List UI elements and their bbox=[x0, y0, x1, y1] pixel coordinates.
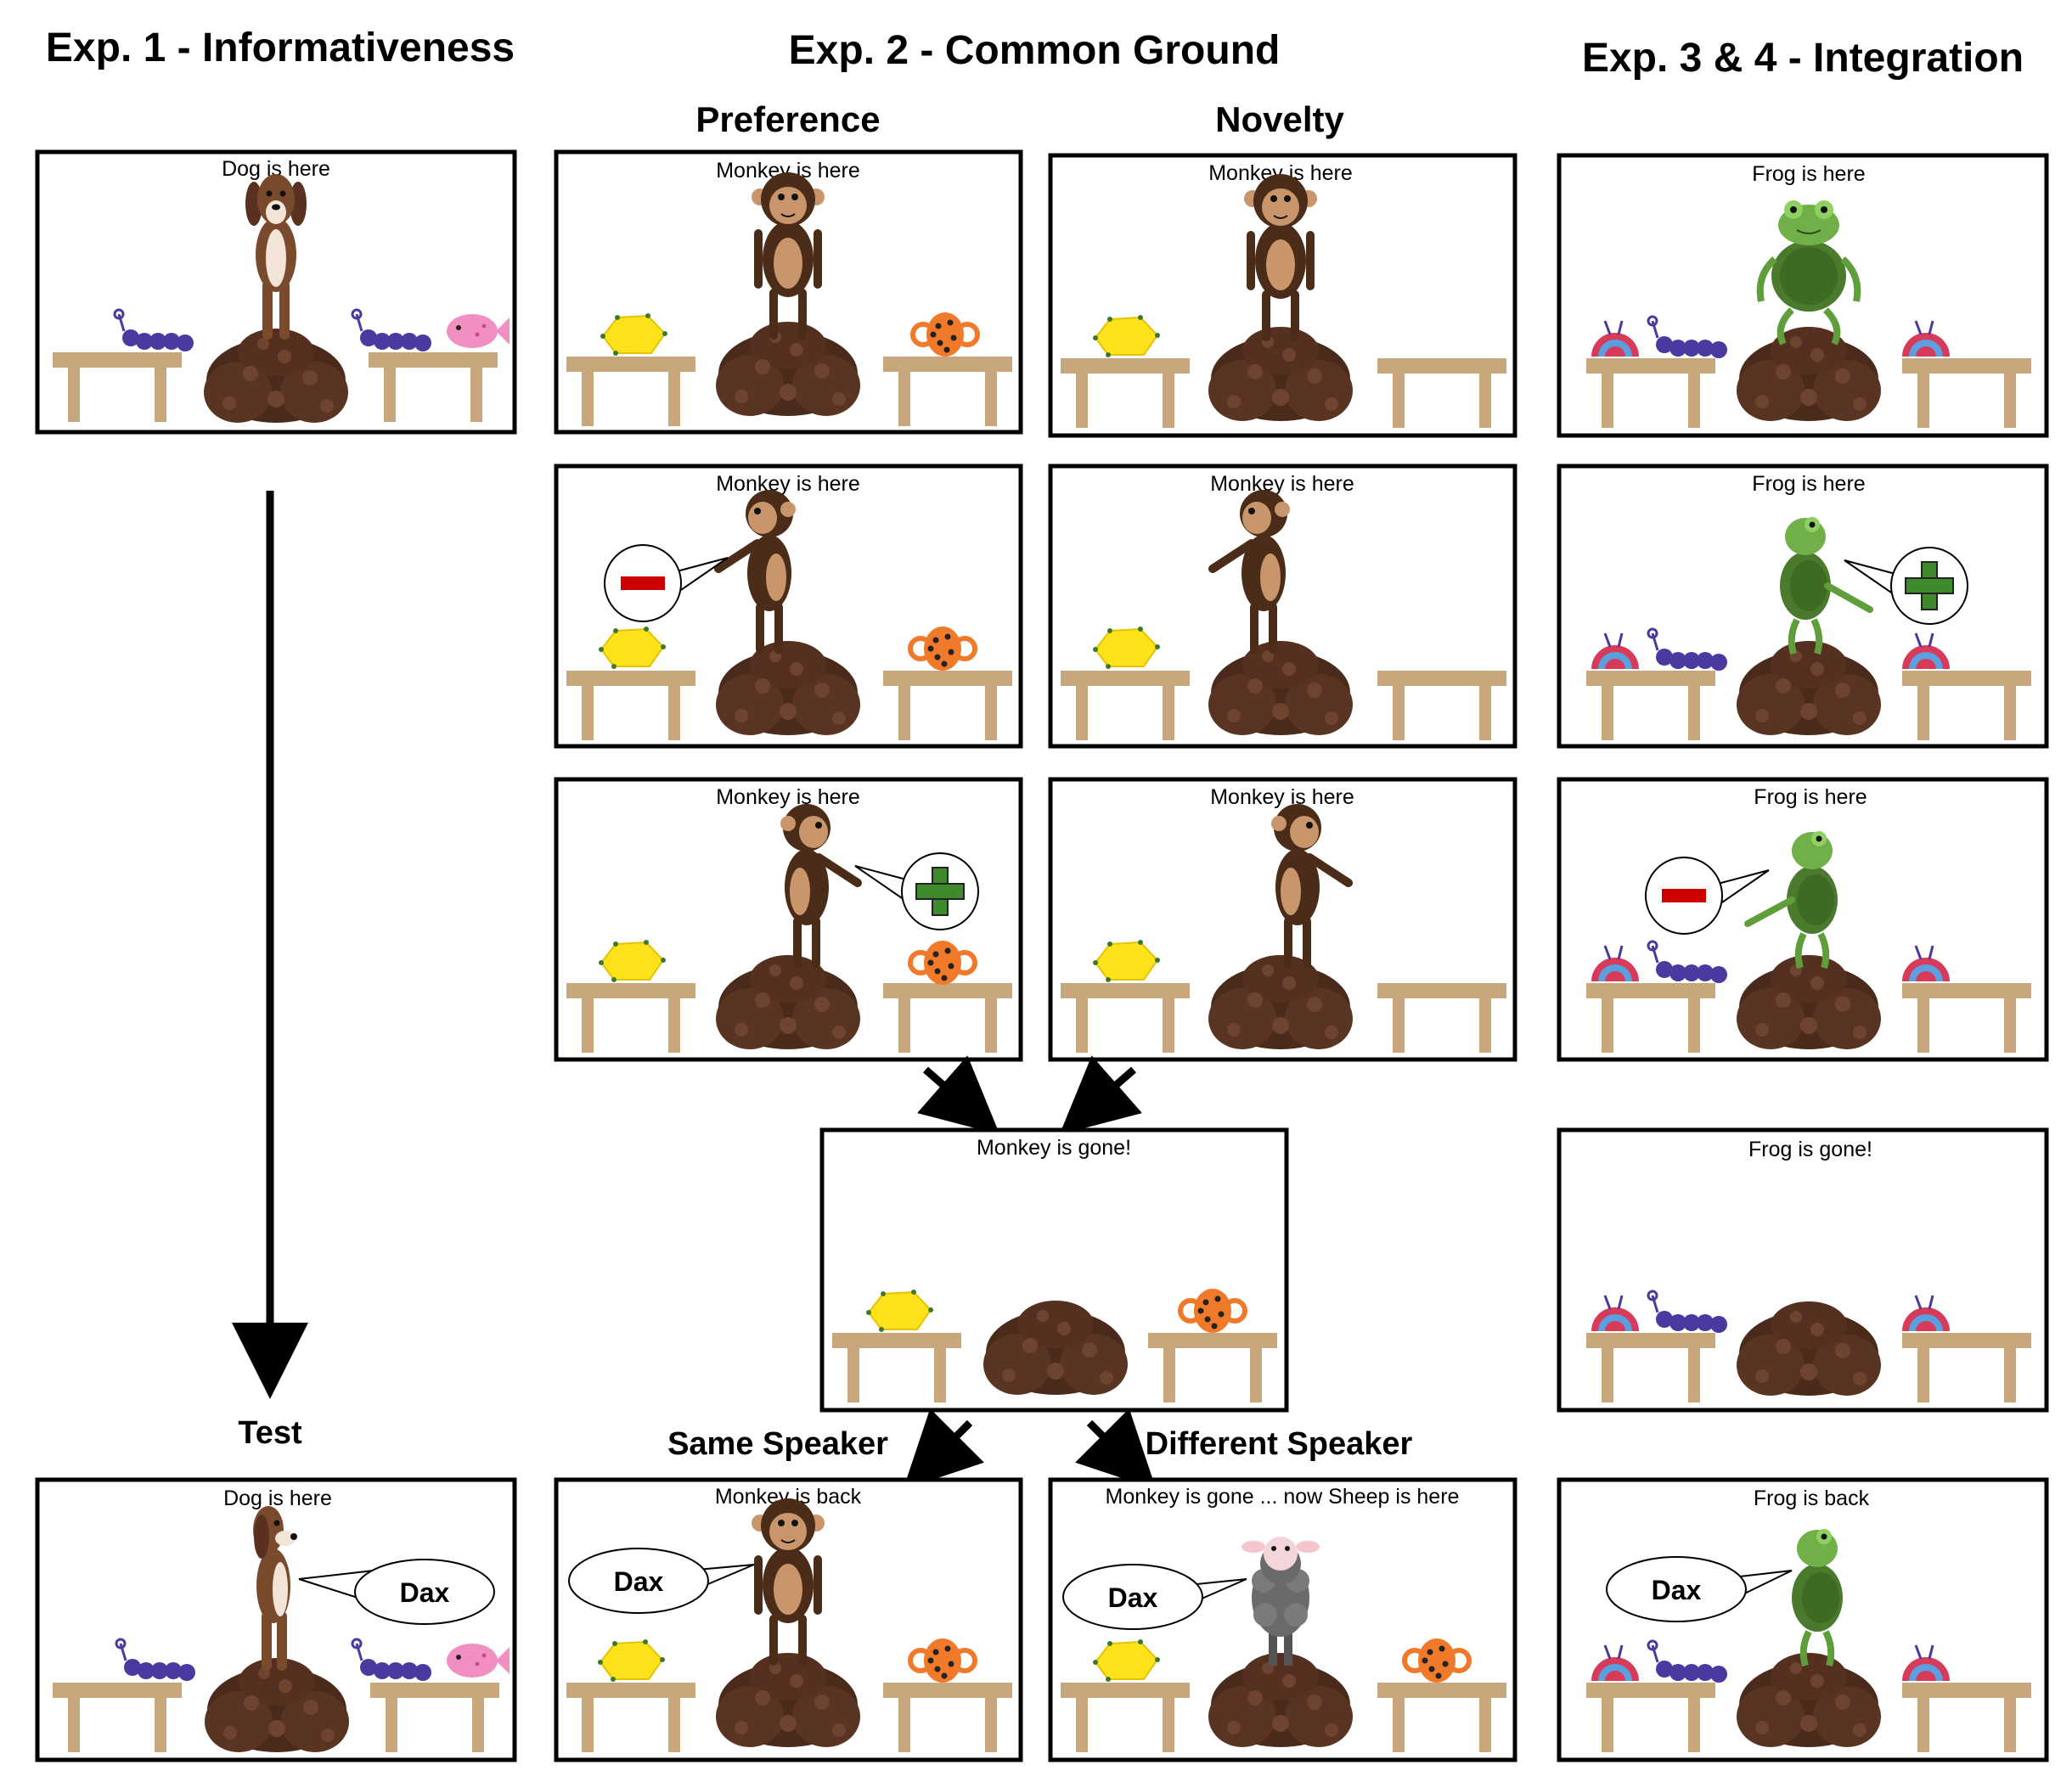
speech-word: Dax bbox=[1108, 1582, 1158, 1613]
panel-novelty-2: Monkey is here bbox=[1048, 464, 1517, 749]
panel-caption: Monkey is gone! bbox=[977, 1136, 1131, 1160]
panel-exp1-intro: Dog is here bbox=[35, 149, 517, 435]
panel-exp1-test: Dog is here Dax bbox=[35, 1477, 517, 1762]
split-arrow-right bbox=[1075, 1408, 1157, 1490]
panel-novelty-3: Monkey is here bbox=[1048, 777, 1517, 1062]
speech-word: Dax bbox=[400, 1577, 450, 1608]
speech-bubble bbox=[354, 1559, 495, 1625]
header-exp2: Exp. 2 - Common Ground bbox=[789, 28, 1281, 73]
panel-caption: Dog is here bbox=[223, 1487, 332, 1510]
merge-arrow-right bbox=[1059, 1055, 1142, 1135]
panel-caption: Frog is back bbox=[1754, 1487, 1870, 1510]
panel-monkey-gone: Monkey is gone! bbox=[819, 1127, 1289, 1413]
panel-caption: Frog is gone! bbox=[1748, 1138, 1872, 1161]
panel-integration-2: Frog is here bbox=[1557, 464, 2049, 749]
panel-different-speaker-test: Monkey is gone ... now Sheep is here Dax bbox=[1048, 1477, 1517, 1762]
frog-arm bbox=[1824, 582, 1873, 613]
speech-bubble bbox=[1606, 1556, 1747, 1622]
header-test: Test bbox=[238, 1415, 302, 1451]
panel-caption: Frog is here bbox=[1752, 472, 1865, 496]
panel-caption: Monkey is here bbox=[716, 785, 860, 809]
panel-integration-test: Frog is back Dax bbox=[1557, 1477, 2049, 1762]
speech-bubble bbox=[1062, 1564, 1203, 1630]
panel-preference-1: Monkey is here bbox=[554, 149, 1023, 435]
header-exp34: Exp. 3 & 4 - Integration bbox=[1582, 36, 2024, 81]
merge-arrow-left bbox=[917, 1055, 1000, 1135]
header-exp1: Exp. 1 - Informativeness bbox=[46, 25, 515, 70]
header-same-speaker: Same Speaker bbox=[667, 1426, 888, 1462]
panel-integration-1: Frog is here bbox=[1557, 153, 2049, 438]
panel-caption: Monkey is gone ... now Sheep is here bbox=[1106, 1485, 1460, 1509]
speech-word: Dax bbox=[614, 1566, 664, 1597]
panel-caption: Monkey is here bbox=[716, 472, 860, 496]
frog-arm bbox=[1744, 896, 1795, 927]
panel-preference-3: Monkey is here bbox=[554, 777, 1023, 1062]
split-arrow-left bbox=[903, 1408, 984, 1490]
panel-caption: Monkey is here bbox=[1210, 472, 1354, 496]
panel-same-speaker-test: Monkey is back Dax bbox=[554, 1477, 1023, 1762]
header-novelty: Novelty bbox=[1215, 99, 1344, 139]
panel-preference-2: Monkey is here bbox=[554, 464, 1023, 749]
panel-caption: Monkey is here bbox=[1210, 785, 1354, 809]
panel-caption: Frog is here bbox=[1754, 785, 1866, 809]
speech-word: Dax bbox=[1652, 1575, 1702, 1605]
panel-caption: Frog is here bbox=[1752, 162, 1865, 186]
speech-bubble bbox=[568, 1548, 709, 1614]
header-preference: Preference bbox=[695, 99, 880, 139]
panel-integration-3: Frog is here bbox=[1557, 777, 2049, 1062]
header-different-speaker: Different Speaker bbox=[1146, 1426, 1413, 1462]
panel-novelty-1: Monkey is here bbox=[1048, 153, 1517, 438]
panel-integration-gone: Frog is gone! bbox=[1557, 1127, 2049, 1413]
